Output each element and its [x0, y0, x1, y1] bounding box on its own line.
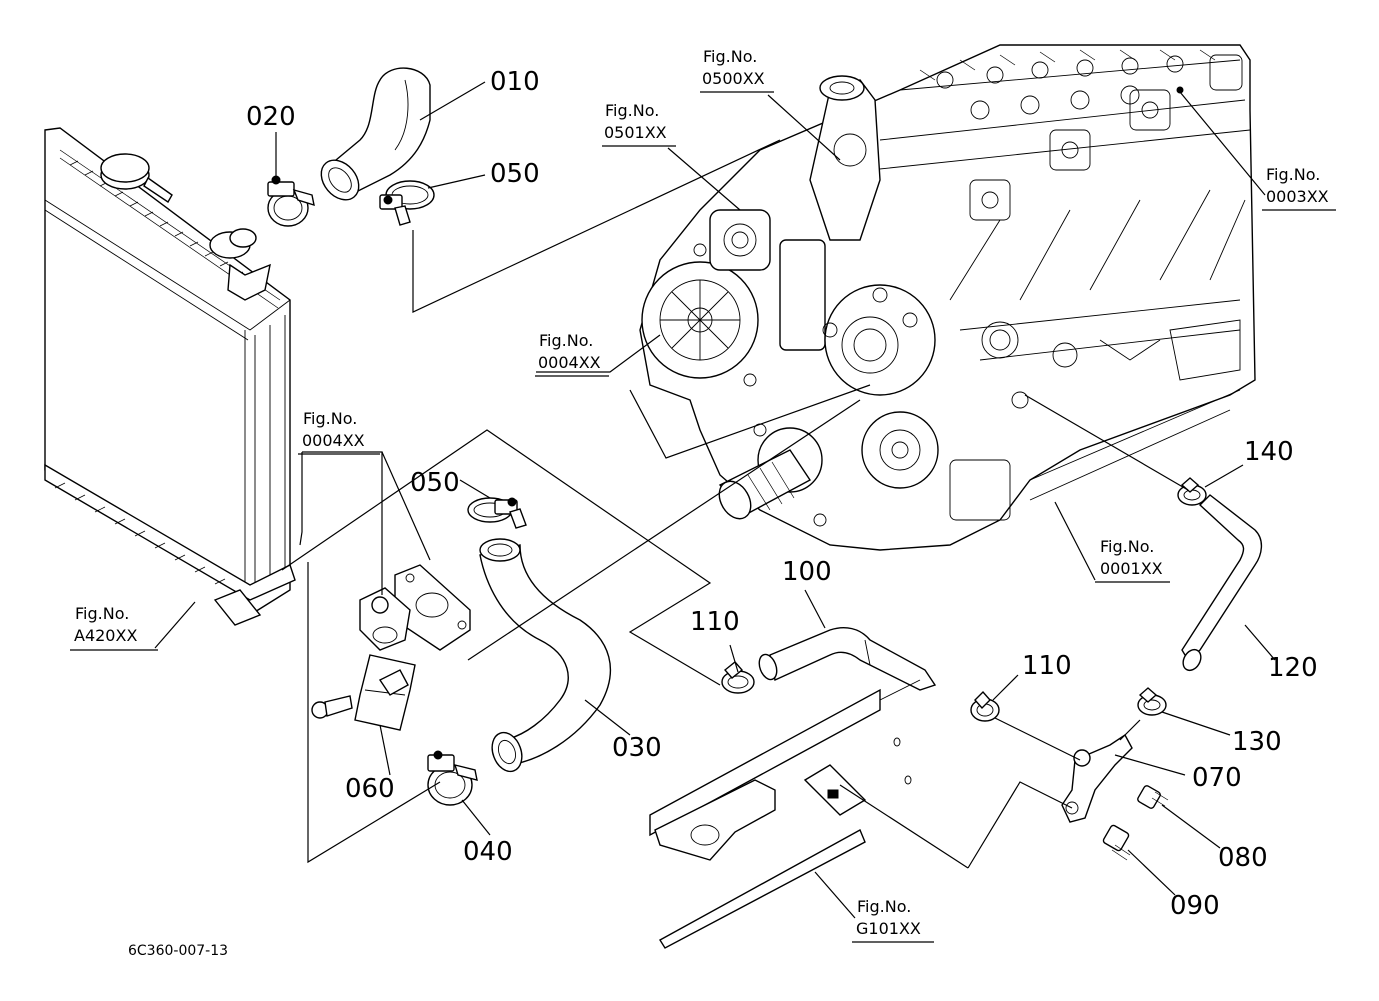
part-number-060: 060 — [345, 774, 395, 804]
svg-text:0501XX: 0501XX — [604, 123, 667, 142]
part-number-040: 040 — [463, 837, 513, 867]
engine-block-drawing — [639, 44, 1256, 551]
fig-ref-G101XX[interactable]: Fig.No. G101XX — [852, 897, 934, 943]
svg-text:Fig.No.: Fig.No. — [703, 47, 757, 66]
hose-clamp-110-left — [721, 661, 755, 694]
hose-clamp-040 — [427, 750, 478, 806]
fig-ref-0004XX-upper[interactable]: Fig.No. 0004XX — [535, 331, 609, 377]
figure-references: Fig.No. 0500XX Fig.No. 0501XX Fig.No. 00… — [70, 47, 1336, 943]
svg-text:Fig.No.: Fig.No. — [1100, 537, 1154, 556]
leader-lines — [154, 81, 1276, 919]
part-number-050-upper: 050 — [490, 159, 540, 189]
plug-080 — [1137, 785, 1169, 809]
svg-text:G101XX: G101XX — [856, 919, 921, 938]
part-number-labels: 010 020 050 050 030 040 060 100 110 110 … — [246, 67, 1318, 921]
part-number-070: 070 — [1192, 763, 1242, 793]
part-number-140: 140 — [1244, 437, 1294, 467]
svg-text:Fig.No.: Fig.No. — [605, 101, 659, 120]
fig-ref-0004XX-left[interactable]: Fig.No. 0004XX — [298, 409, 380, 455]
hose-clamp-130 — [1137, 687, 1167, 716]
svg-text:0001XX: 0001XX — [1100, 559, 1163, 578]
fig-ref-0501XX[interactable]: Fig.No. 0501XX — [602, 101, 676, 147]
frame-plate-drawing — [649, 679, 921, 949]
radiator-drawing — [44, 127, 296, 626]
drawing-code: 6C360-007-13 — [128, 943, 228, 959]
svg-text:Fig.No.: Fig.No. — [1266, 165, 1320, 184]
part-number-130: 130 — [1232, 727, 1282, 757]
plug-090 — [1102, 824, 1131, 861]
part-number-050-lower: 050 — [410, 468, 460, 498]
svg-text:0004XX: 0004XX — [538, 353, 601, 372]
hose-120 — [1181, 494, 1263, 672]
svg-text:Fig.No.: Fig.No. — [75, 604, 129, 623]
hose-clamp-020 — [267, 175, 315, 227]
svg-text:0500XX: 0500XX — [702, 69, 765, 88]
svg-text:Fig.No.: Fig.No. — [857, 897, 911, 916]
part-number-090: 090 — [1170, 891, 1220, 921]
hose-clamp-140 — [1177, 477, 1207, 506]
hose-clamp-050-lower — [467, 497, 527, 529]
part-number-030: 030 — [612, 733, 662, 763]
bracket-060 — [311, 654, 416, 731]
svg-text:A420XX: A420XX — [74, 626, 137, 645]
lower-hose-030 — [479, 538, 612, 773]
svg-text:0004XX: 0004XX — [302, 431, 365, 450]
part-number-110-left: 110 — [690, 607, 740, 637]
hose-clamp-110-right — [970, 690, 1000, 722]
part-number-100: 100 — [782, 557, 832, 587]
svg-text:0003XX: 0003XX — [1266, 187, 1329, 206]
part-number-120: 120 — [1268, 653, 1318, 683]
part-number-020: 020 — [246, 102, 296, 132]
svg-text:Fig.No.: Fig.No. — [303, 409, 357, 428]
fig-ref-A420XX[interactable]: Fig.No. A420XX — [70, 604, 158, 651]
pipe-100 — [758, 627, 937, 691]
part-number-110-right: 110 — [1022, 651, 1072, 681]
svg-text:Fig.No.: Fig.No. — [539, 331, 593, 350]
hose-clamp-050-upper — [379, 180, 435, 226]
fig-ref-0500XX[interactable]: Fig.No. 0500XX — [700, 47, 774, 93]
water-flange-drawing — [359, 564, 471, 651]
joint-070 — [1061, 733, 1133, 823]
upper-hose-010 — [320, 67, 431, 201]
part-number-080: 080 — [1218, 843, 1268, 873]
fig-ref-0001XX[interactable]: Fig.No. 0001XX — [1095, 537, 1170, 583]
part-number-010: 010 — [490, 67, 540, 97]
fig-ref-0003XX[interactable]: Fig.No. 0003XX — [1262, 165, 1336, 211]
